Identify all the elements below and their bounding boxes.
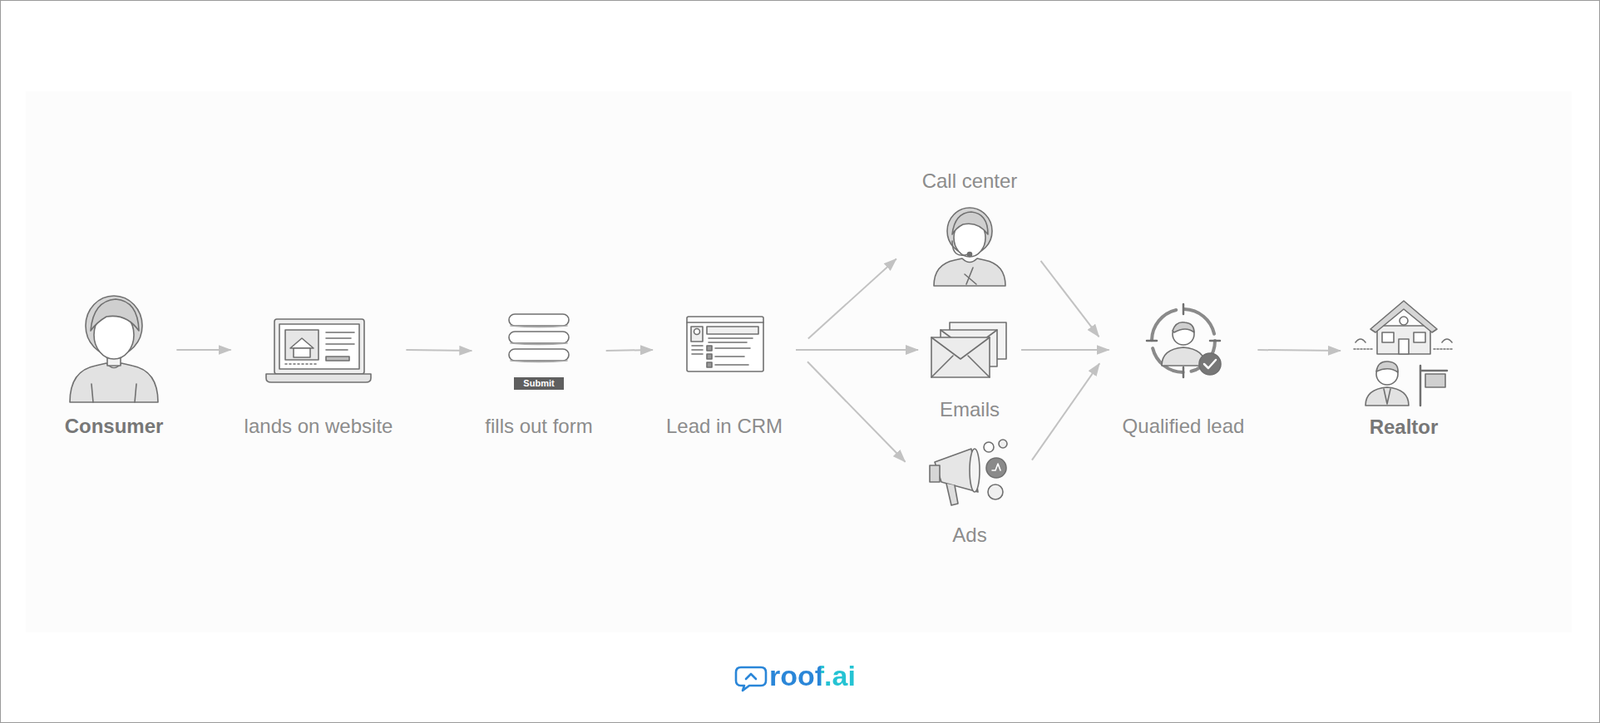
flow-step: fills out form xyxy=(484,311,593,439)
call-center-icon xyxy=(933,207,1006,287)
step-label: Emails xyxy=(939,398,1000,422)
qualified-lead-icon xyxy=(1146,304,1221,378)
icon-area xyxy=(933,209,1007,287)
crm-icon xyxy=(686,316,764,372)
icon-area xyxy=(68,297,160,404)
realtor-icon xyxy=(1353,301,1454,406)
step-label: Qualified lead xyxy=(1122,414,1245,439)
logo-icon xyxy=(735,667,766,692)
flow-arrow xyxy=(807,361,906,462)
flow-arrow xyxy=(176,349,231,351)
flow-arrow xyxy=(808,258,897,339)
icon-area xyxy=(1145,301,1222,381)
flow-step: Ads xyxy=(930,439,1010,548)
step-label: lands on website xyxy=(244,414,394,439)
step-label: fills out form xyxy=(484,414,593,439)
flow-step: Realtor xyxy=(1353,300,1454,440)
background-panel xyxy=(25,91,1572,633)
flow-step: Call center xyxy=(922,169,1018,287)
icon-area xyxy=(507,311,571,391)
icon-area xyxy=(686,316,763,373)
flow-arrow xyxy=(606,350,653,351)
icon-area xyxy=(931,321,1008,379)
icon-area xyxy=(265,317,372,383)
step-label: Ads xyxy=(952,523,987,548)
submit-button-label: Submit xyxy=(513,377,564,391)
step-label: Consumer xyxy=(64,414,164,439)
step-label: Realtor xyxy=(1369,415,1439,440)
icon-area xyxy=(1353,300,1454,406)
flow-step: Consumer xyxy=(64,297,164,440)
flow-arrow xyxy=(795,349,919,351)
flow-arrow xyxy=(405,350,472,351)
logo-text: roof.ai xyxy=(769,659,856,693)
flow-step: Qualified lead xyxy=(1122,301,1245,439)
icon-area xyxy=(930,439,1010,509)
consumer-icon xyxy=(69,296,159,403)
flow-arrow xyxy=(1041,261,1100,337)
emails-icon xyxy=(931,322,1007,378)
step-label: Lead in CRM xyxy=(666,414,783,439)
flow-step: lands on website xyxy=(244,317,394,439)
ads-icon xyxy=(929,439,1008,506)
flow-arrow xyxy=(1257,350,1341,351)
form-icon xyxy=(508,314,569,363)
flow-step: Lead in CRM xyxy=(666,316,783,439)
step-label: Call center xyxy=(922,169,1018,193)
flow-arrow xyxy=(1021,349,1110,351)
flow-step: Emails xyxy=(931,321,1008,422)
website-icon xyxy=(266,319,371,383)
flow-arrow xyxy=(1032,363,1100,460)
